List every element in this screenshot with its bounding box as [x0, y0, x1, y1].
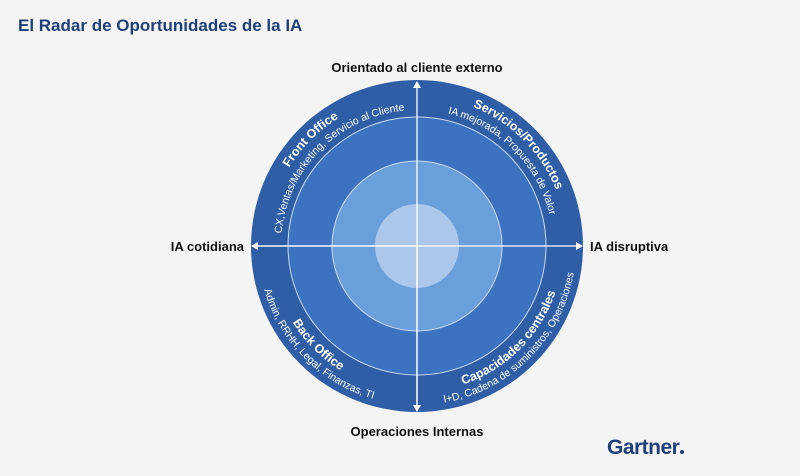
- axis-label-top: Orientado al cliente externo: [331, 60, 502, 75]
- logo-text: Gartner: [607, 436, 680, 459]
- gartner-logo: Gartner: [607, 436, 685, 460]
- logo-dot: [680, 450, 685, 454]
- page-title: El Radar de Oportunidades de la IA: [18, 16, 303, 35]
- axis-label-right: IA disruptiva: [590, 239, 669, 254]
- axis-label-bottom: Operaciones Internas: [351, 424, 484, 439]
- axis-label-left: IA cotidiana: [171, 239, 245, 254]
